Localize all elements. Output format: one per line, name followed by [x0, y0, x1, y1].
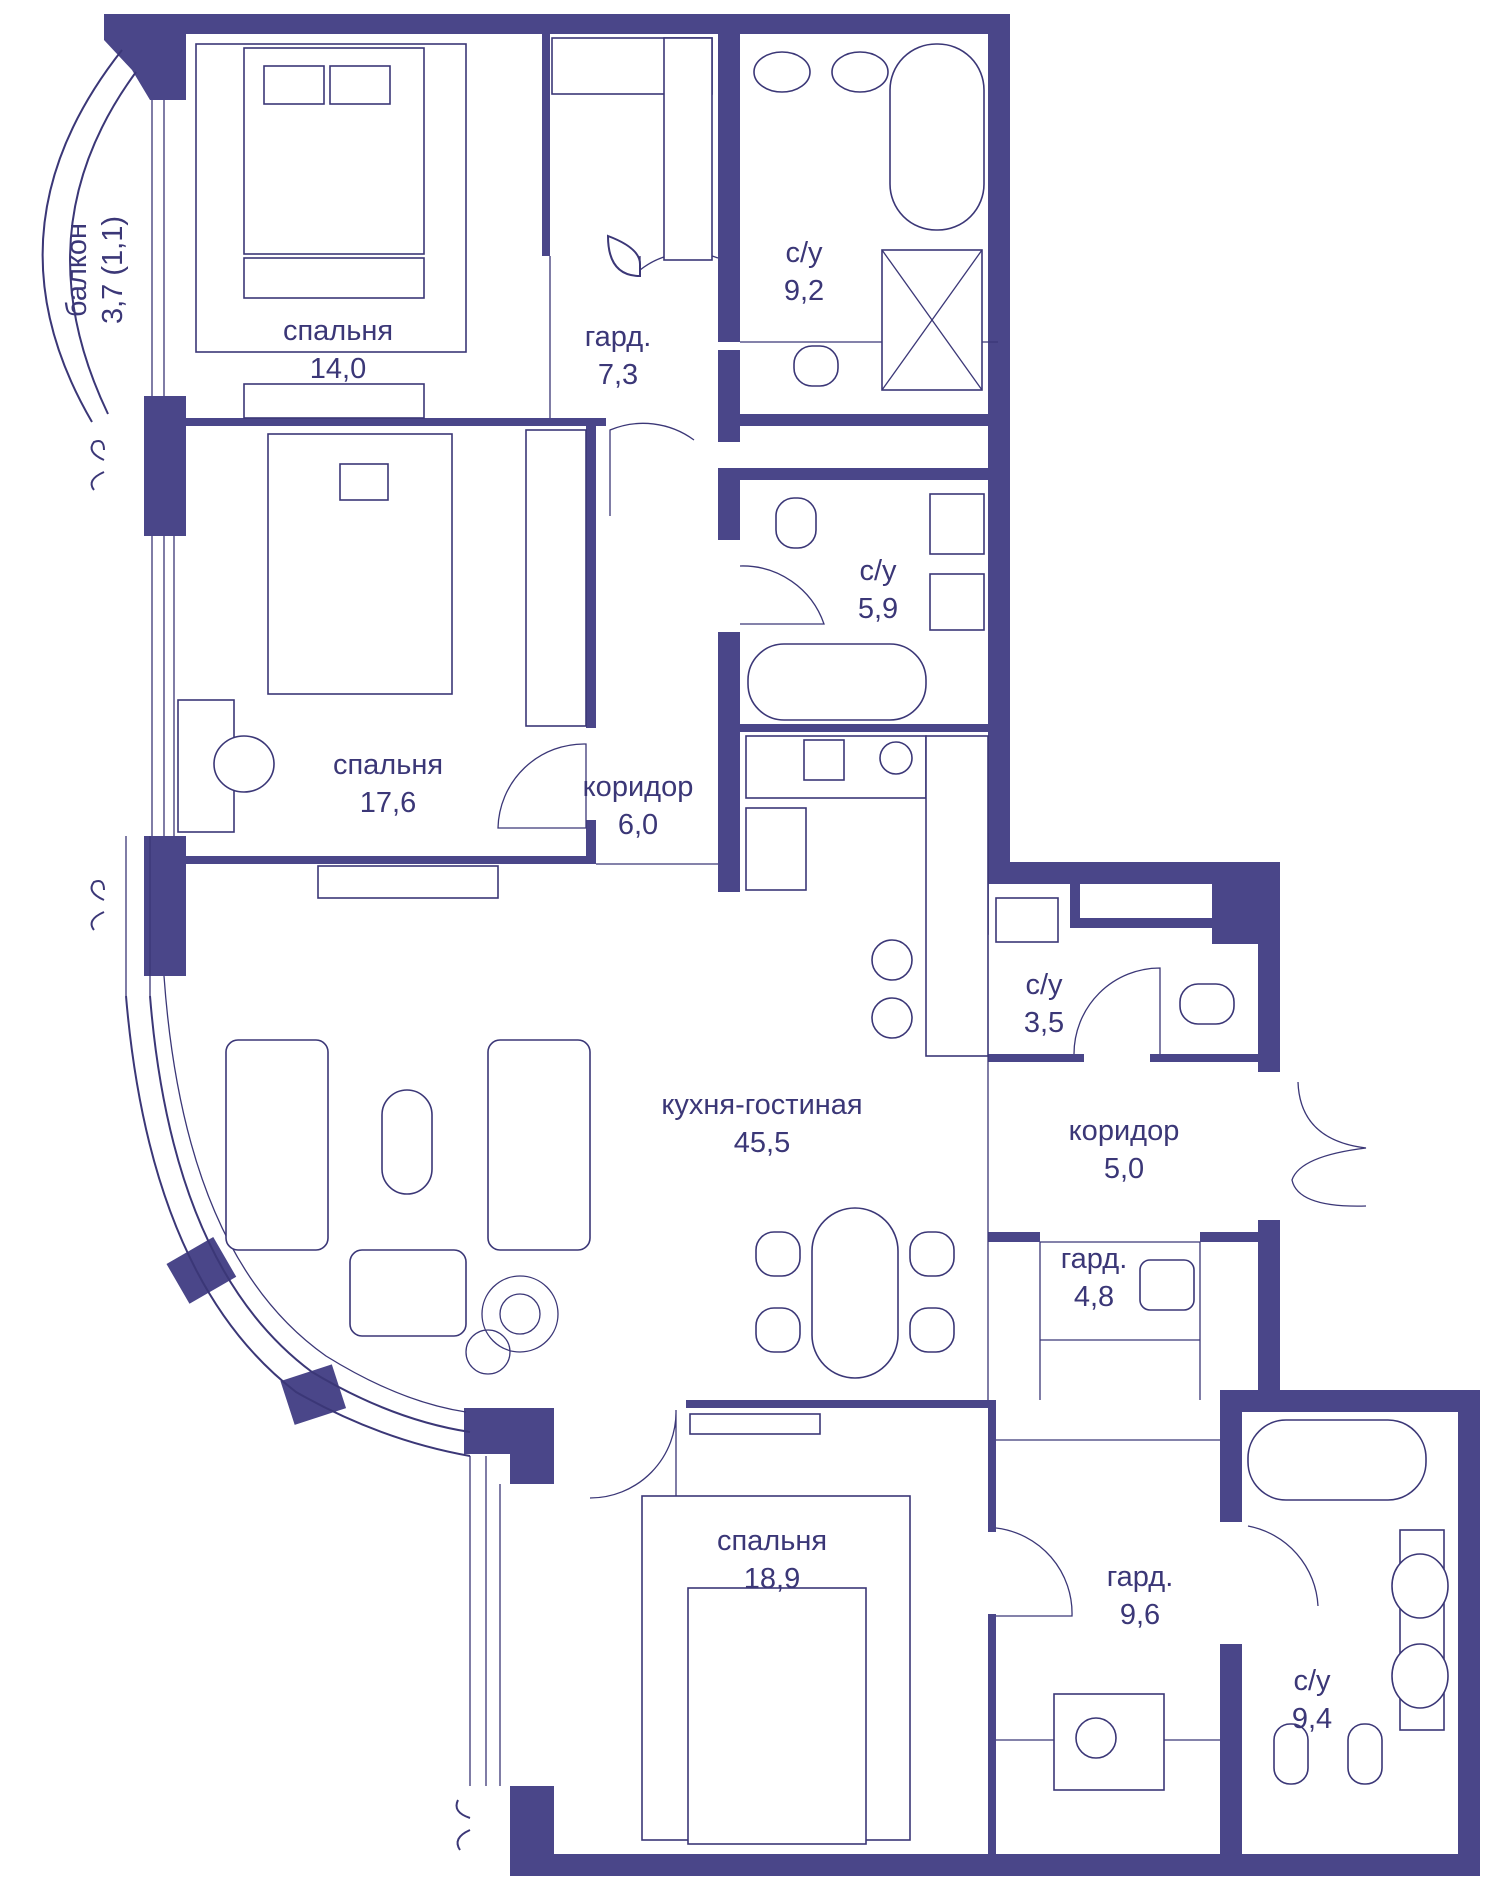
- kitchen-living-name: кухня-гостиная: [661, 1089, 862, 1121]
- wardrobe-1-area: 7,3: [598, 359, 638, 391]
- sofa-left: [225, 1039, 329, 1251]
- bathroom-1-area: 9,2: [784, 275, 824, 307]
- wall-pier-left-1: [144, 396, 186, 536]
- corridor-1-name: коридор: [583, 771, 694, 803]
- bedroom-2-name: спальня: [333, 749, 443, 781]
- dining-table: [811, 1207, 899, 1379]
- wardrobe-2-area: 4,8: [1074, 1281, 1114, 1313]
- bathroom-1-name: с/у: [785, 237, 823, 269]
- bedroom-2-area: 17,6: [360, 787, 416, 819]
- corridor-1-area: 6,0: [618, 809, 658, 841]
- wardrobe-2-name: гард.: [1061, 1243, 1128, 1275]
- bathroom-2-name: с/у: [859, 555, 897, 587]
- wardrobe-3-name: гард.: [1107, 1561, 1174, 1593]
- room-labels: балкон 3,7 (1,1) спальня 14,0 гард. 7,3 …: [61, 216, 1332, 1735]
- bedroom-3-area: 18,9: [744, 1563, 800, 1595]
- corridor-2-area: 5,0: [1104, 1153, 1144, 1185]
- wall-pier-left-2: [144, 836, 186, 976]
- bedroom-1-area: 14,0: [310, 353, 366, 385]
- bedroom-3-name: спальня: [717, 1525, 827, 1557]
- bathroom-4-area: 9,4: [1292, 1703, 1332, 1735]
- balcony-area: 3,7 (1,1): [97, 216, 129, 324]
- balcony-label: балкон 3,7 (1,1): [61, 216, 129, 324]
- wardrobe-1-name: гард.: [585, 321, 652, 353]
- armchair: [349, 1249, 467, 1337]
- balcony-name: балкон: [61, 223, 93, 317]
- wardrobe-3-area: 9,6: [1120, 1599, 1160, 1631]
- bathroom-3-area: 3,5: [1024, 1007, 1064, 1039]
- kitchen-living-area: 45,5: [734, 1127, 790, 1159]
- bedroom-1-name: спальня: [283, 315, 393, 347]
- bathroom-4-name: с/у: [1293, 1665, 1331, 1697]
- coffee-table: [381, 1089, 433, 1195]
- furniture: [177, 37, 1449, 1845]
- bathroom-3-name: с/у: [1025, 969, 1063, 1001]
- corridor-2-name: коридор: [1069, 1115, 1180, 1147]
- bedroom-3-bed: [687, 1587, 867, 1845]
- walls: [104, 14, 1480, 1876]
- sofa-right: [487, 1039, 591, 1251]
- bathroom-2-area: 5,9: [858, 593, 898, 625]
